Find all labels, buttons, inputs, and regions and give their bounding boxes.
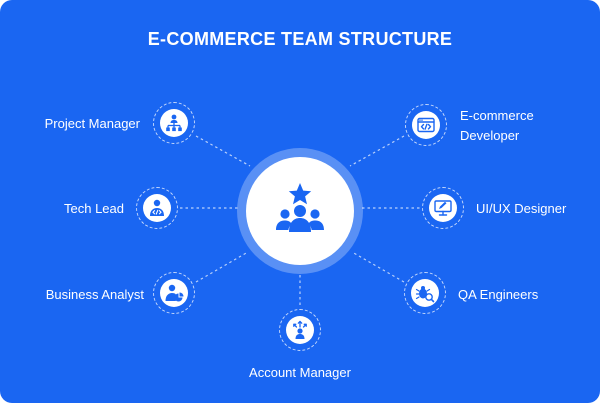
node-business-analyst[interactable] xyxy=(153,272,195,314)
connector-business-analyst xyxy=(195,251,249,283)
node-project-manager[interactable] xyxy=(153,102,195,144)
analyst-chart-icon xyxy=(165,284,184,302)
node-qa-engineers[interactable] xyxy=(404,272,446,314)
label-uiux-designer: UI/UX Designer xyxy=(476,201,567,216)
developer-user-icon xyxy=(150,199,164,216)
diagram-title: E-COMMERCE TEAM STRUCTURE xyxy=(147,29,453,49)
label-ecommerce-developer-line2: Developer xyxy=(460,128,520,143)
label-qa-engineers: QA Engineers xyxy=(458,287,539,302)
label-project-manager: Project Manager xyxy=(44,116,140,131)
connector-ecommerce-developer xyxy=(349,135,405,167)
hierarchy-icon xyxy=(166,114,182,132)
label-ecommerce-developer-line1: E-commerce xyxy=(460,108,534,123)
node-tech-lead[interactable] xyxy=(136,187,178,229)
bug-search-icon xyxy=(415,286,435,303)
code-window-icon xyxy=(417,117,435,133)
connector-qa-engineers xyxy=(351,251,405,283)
node-ecommerce-developer[interactable] xyxy=(405,104,447,146)
label-tech-lead: Tech Lead xyxy=(64,201,124,216)
connector-project-manager xyxy=(195,135,251,167)
user-arrows-icon xyxy=(293,320,307,339)
node-uiux-designer[interactable] xyxy=(422,187,464,229)
center-hub xyxy=(246,157,354,265)
team-star-icon xyxy=(276,183,324,232)
label-account-manager: Account Manager xyxy=(249,365,351,380)
monitor-pen-icon xyxy=(434,200,452,216)
label-ecommerce-developer: E-commerce Developer xyxy=(460,107,570,145)
node-account-manager[interactable] xyxy=(279,309,321,351)
label-business-analyst: Business Analyst xyxy=(45,287,144,302)
